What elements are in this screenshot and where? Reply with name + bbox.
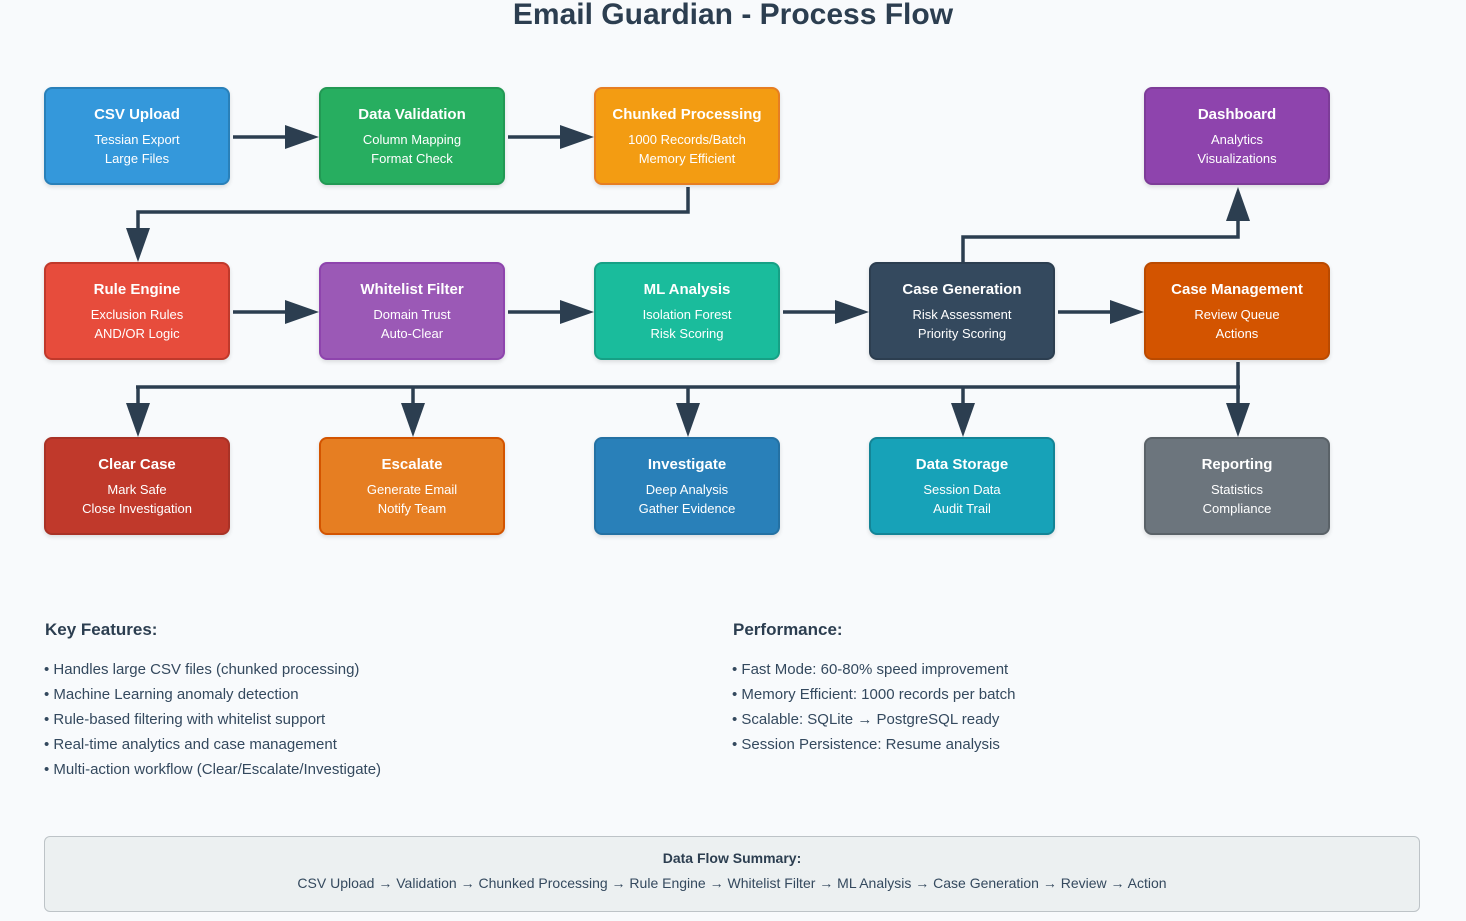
node-whitelist-filter: Whitelist Filter Domain Trust Auto-Clear (319, 262, 505, 360)
node-detail: Isolation Forest (642, 307, 732, 322)
node-title: Case Management (1171, 281, 1303, 298)
node-detail: Tessian Export (94, 132, 180, 147)
data-flow-summary-box: Data Flow Summary: CSV Upload → Validati… (44, 836, 1420, 912)
node-rule-engine: Rule Engine Exclusion Rules AND/OR Logic (44, 262, 230, 360)
node-detail: Statistics (1210, 482, 1263, 497)
node-detail: Audit Trail (933, 501, 991, 516)
node-detail: Mark Safe (107, 482, 167, 497)
node-title: Case Generation (902, 281, 1022, 298)
node-investigate: Investigate Deep Analysis Gather Evidenc… (594, 437, 780, 535)
list-item: • Rule-based filtering with whitelist su… (44, 711, 326, 728)
node-title: Rule Engine (93, 281, 181, 298)
node-detail: Gather Evidence (638, 501, 736, 516)
node-detail: Close Investigation (82, 501, 192, 516)
list-item: • Multi-action workflow (Clear/Escalate/… (44, 761, 382, 778)
node-escalate: Escalate Generate Email Notify Team (319, 437, 505, 535)
arrow-case-generation-to-dashboard (961, 187, 1250, 262)
node-clear-case: Clear Case Mark Safe Close Investigation (44, 437, 230, 535)
node-case-management: Case Management Review Queue Actions (1144, 262, 1330, 360)
node-case-generation: Case Generation Risk Assessment Priority… (869, 262, 1055, 360)
performance-list: • Fast Mode: 60-80% speed improvement • … (732, 657, 1015, 757)
node-title: Data Validation (358, 106, 466, 123)
node-detail: Compliance (1202, 501, 1272, 516)
node-title: ML Analysis (643, 281, 731, 298)
node-detail: 1000 Records/Batch (628, 132, 746, 147)
node-title: Whitelist Filter (360, 281, 464, 298)
node-title: Clear Case (98, 456, 176, 473)
node-detail: Format Check (371, 151, 453, 166)
node-title: Investigate (647, 456, 727, 473)
list-item: • Fast Mode: 60-80% speed improvement (732, 661, 1009, 678)
node-detail: Memory Efficient (638, 151, 736, 166)
node-detail: Column Mapping (362, 132, 462, 147)
list-item: • Memory Efficient: 1000 records per bat… (732, 686, 1016, 703)
node-detail: Actions (1215, 326, 1259, 341)
node-detail: Auto-Clear (380, 326, 444, 341)
node-detail: Review Queue (1194, 307, 1280, 322)
node-title: Dashboard (1197, 106, 1277, 123)
node-reporting: Reporting Statistics Compliance (1144, 437, 1330, 535)
node-data-storage: Data Storage Session Data Audit Trail (869, 437, 1055, 535)
node-detail: Large Files (104, 151, 170, 166)
node-detail: Analytics (1210, 132, 1264, 147)
node-detail: Exclusion Rules (90, 307, 184, 322)
node-csv-upload: CSV Upload Tessian Export Large Files (44, 87, 230, 185)
node-title: Chunked Processing (612, 106, 762, 123)
list-item: • Machine Learning anomaly detection (44, 686, 299, 703)
node-dashboard: Dashboard Analytics Visualizations (1144, 87, 1330, 185)
node-detail: Risk Assessment (912, 307, 1012, 322)
node-detail: Notify Team (377, 501, 447, 516)
performance-heading: Performance: (733, 620, 843, 639)
node-detail: Deep Analysis (645, 482, 729, 497)
key-features-heading: Key Features: (45, 620, 158, 639)
list-item: • Scalable: SQLite → PostgreSQL ready (732, 711, 1000, 728)
node-detail: Domain Trust (373, 307, 451, 322)
node-detail: Generate Email (366, 482, 458, 497)
node-detail: Risk Scoring (650, 326, 724, 341)
node-title: CSV Upload (94, 106, 180, 123)
node-detail: AND/OR Logic (94, 326, 180, 341)
node-detail: Priority Scoring (917, 326, 1007, 341)
arrow-chunked-to-rule-engine (126, 187, 690, 262)
node-title: Escalate (381, 456, 443, 473)
node-data-validation: Data Validation Column Mapping Format Ch… (319, 87, 505, 185)
summary-title: Data Flow Summary: (662, 850, 802, 866)
list-item: • Real-time analytics and case managemen… (44, 736, 337, 753)
node-detail: Session Data (923, 482, 1001, 497)
summary-flow: CSV Upload → Validation → Chunked Proces… (297, 875, 1167, 891)
list-item: • Session Persistence: Resume analysis (732, 736, 1000, 753)
node-ml-analysis: ML Analysis Isolation Forest Risk Scorin… (594, 262, 780, 360)
diagram-title: Email Guardian - Process Flow (512, 0, 954, 31)
node-title: Reporting (1201, 456, 1273, 473)
node-chunked-processing: Chunked Processing 1000 Records/Batch Me… (594, 87, 780, 185)
key-features-list: • Handles large CSV files (chunked proce… (44, 657, 381, 782)
node-title: Data Storage (915, 456, 1009, 473)
list-item: • Handles large CSV files (chunked proce… (44, 661, 360, 678)
node-detail: Visualizations (1197, 151, 1277, 166)
